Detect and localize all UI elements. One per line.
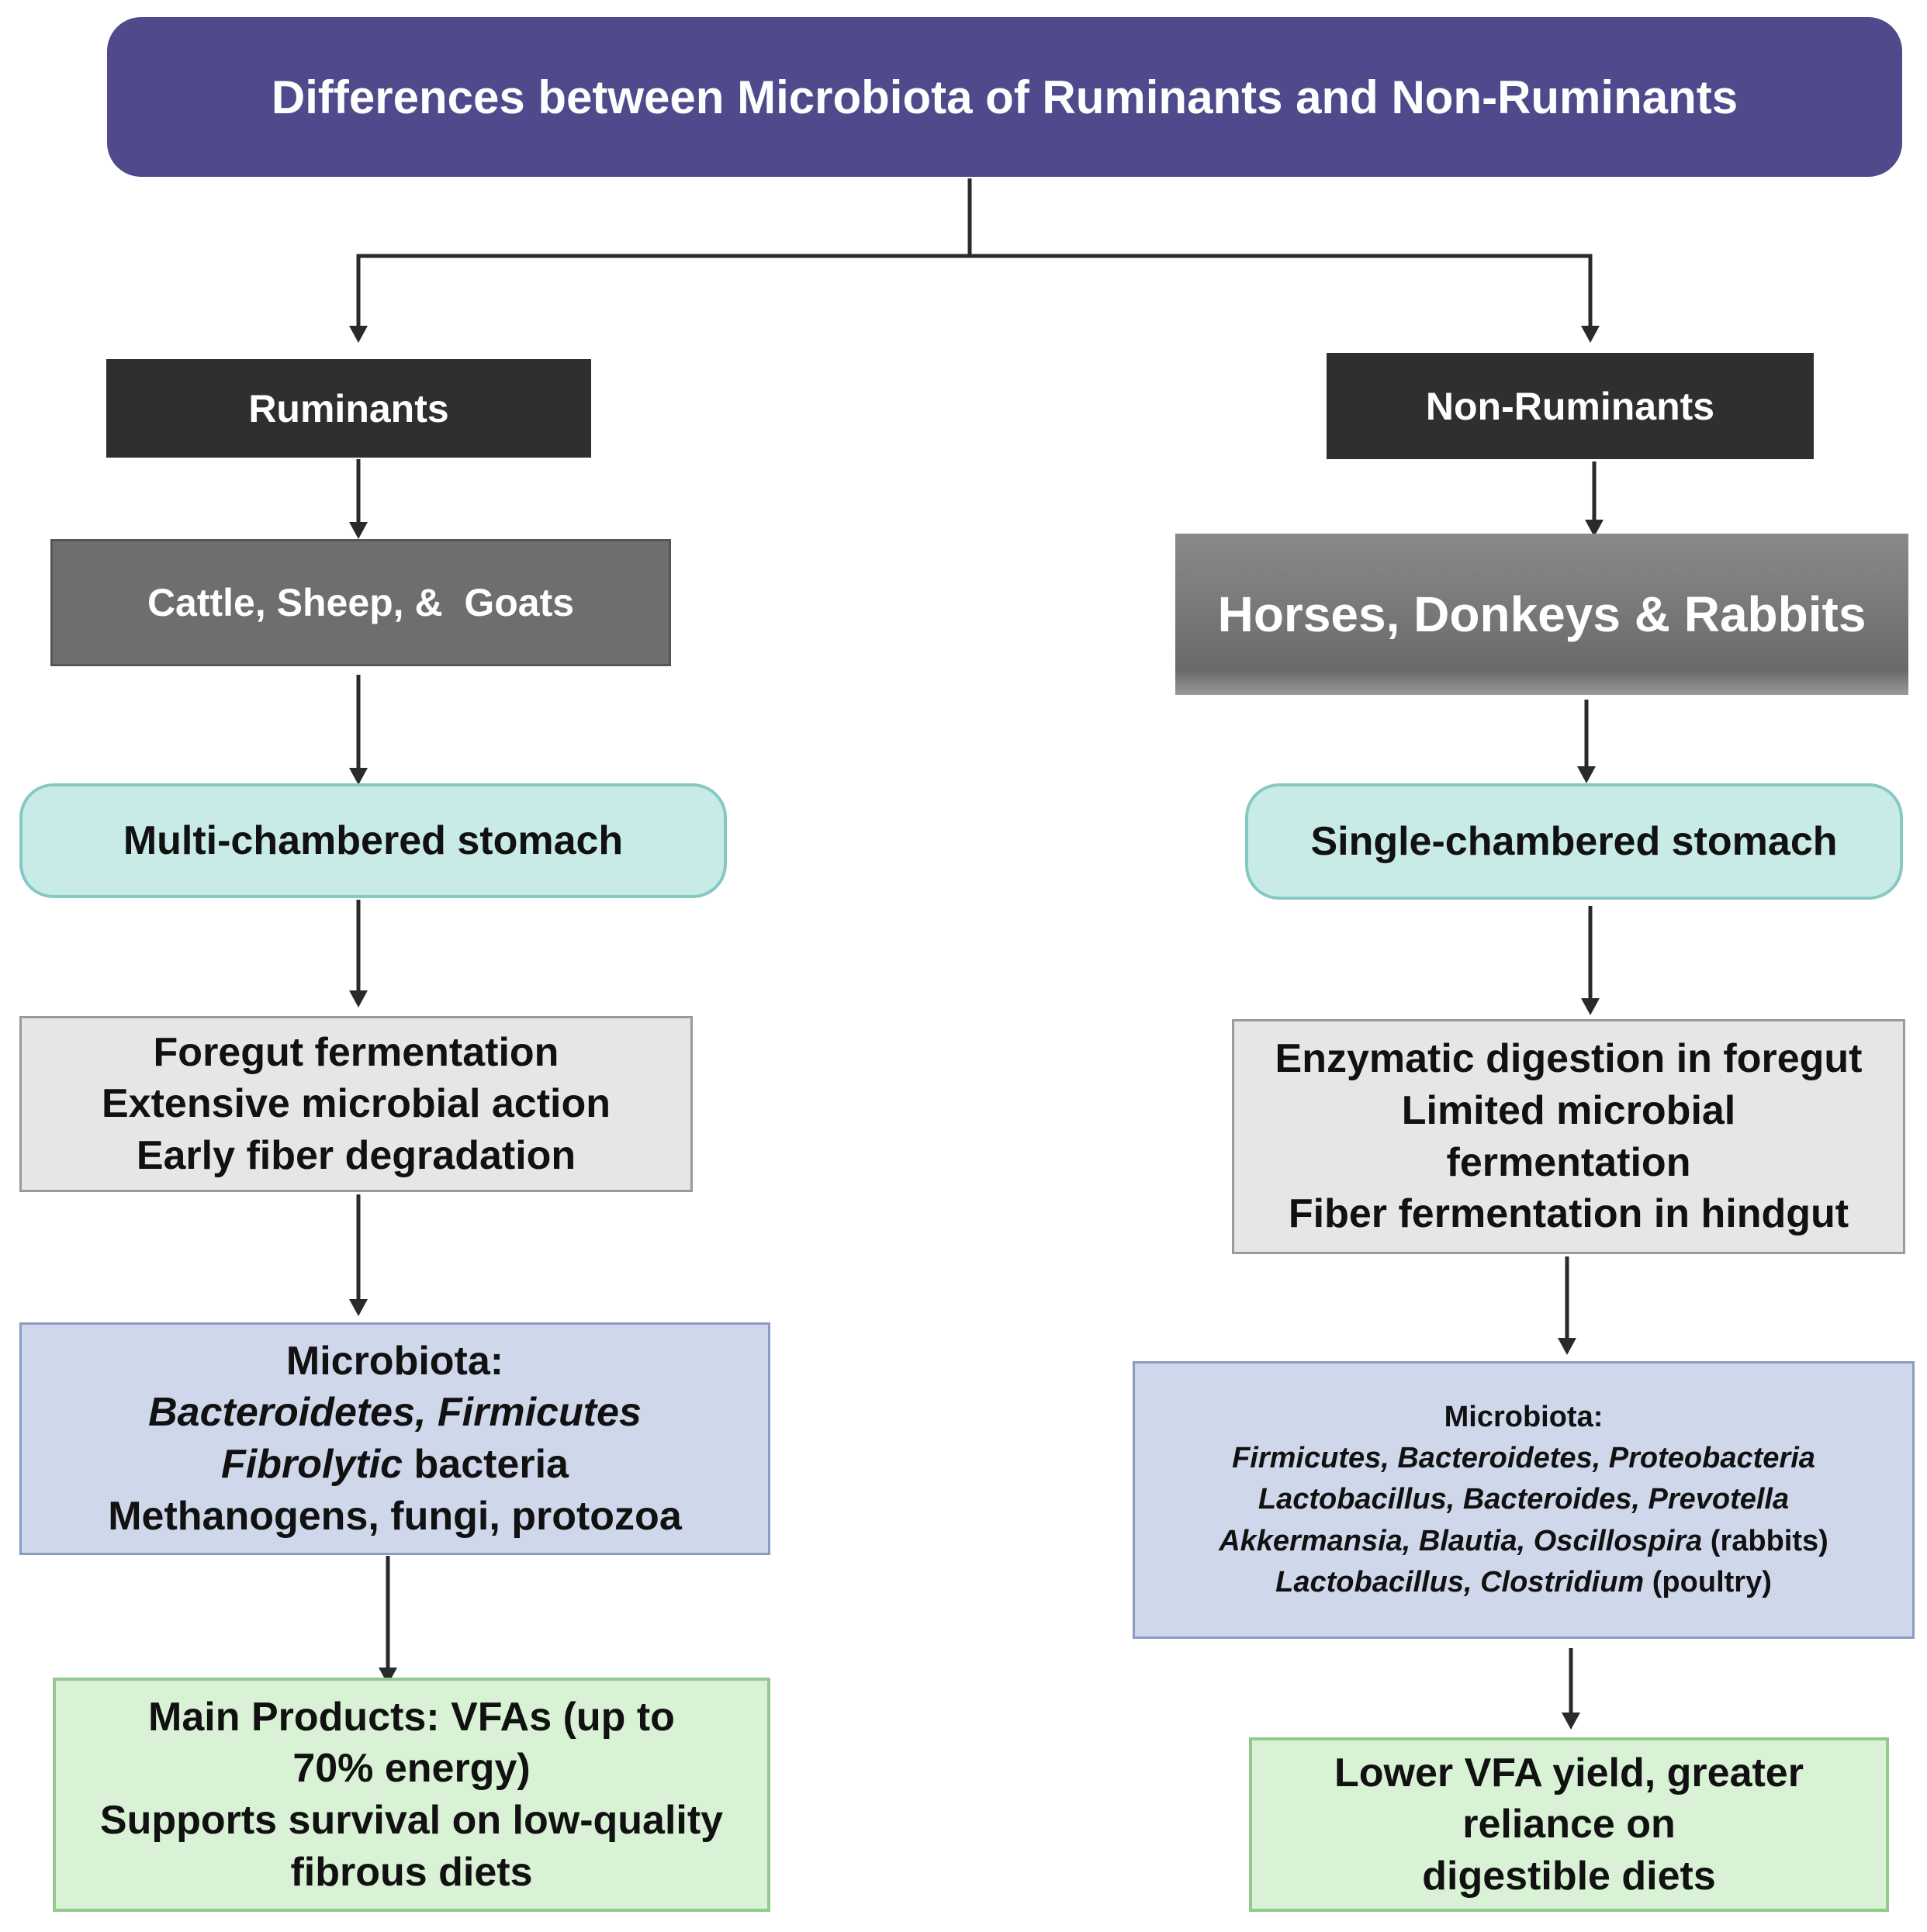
diagram-title-text: Differences between Microbiota of Rumina… — [271, 71, 1738, 123]
microbiota-italic-text: Fibrolytic — [221, 1442, 403, 1487]
nonruminants-animals-label: Horses, Donkeys & Rabbits — [1217, 586, 1866, 642]
process-line: Enzymatic digestion in foregut — [1275, 1036, 1863, 1082]
process-line: Fiber fermentation in hindgut — [1288, 1191, 1849, 1237]
microbiota-line: Methanogens, fungi, protozoa — [108, 1493, 682, 1539]
nonruminant-outcome-box: Lower VFA yield, greater reliance on dig… — [1249, 1737, 1889, 1912]
arrowhead — [349, 1299, 368, 1316]
ruminant-process-box: Foregut fermentation Extensive microbial… — [19, 1016, 693, 1192]
process-line: fermentation — [1446, 1139, 1691, 1185]
arrowhead — [1562, 1713, 1580, 1730]
arrowhead — [1577, 766, 1596, 783]
microbiota-line: Bacteroidetes, Firmicutes — [148, 1390, 642, 1436]
microbiota-plain-text: (poultry) — [1644, 1565, 1772, 1598]
nonruminant-microbiota-box: Microbiota: Firmicutes, Bacteroidetes, P… — [1133, 1361, 1915, 1639]
ruminants-animals-label: Cattle, Sheep, & Goats — [147, 581, 575, 624]
ruminant-products-box: Main Products: VFAs (up to 70% energy) S… — [53, 1678, 770, 1912]
arrowhead — [1581, 326, 1600, 343]
arrowhead — [379, 1668, 397, 1685]
ruminant-microbiota-box: Microbiota: Bacteroidetes, Firmicutes Fi… — [19, 1322, 770, 1555]
diagram-title: Differences between Microbiota of Rumina… — [107, 17, 1902, 177]
outcome-line: digestible diets — [1422, 1853, 1716, 1899]
process-line: Foregut fermentation — [153, 1029, 559, 1075]
nonruminants-animals-box: Horses, Donkeys & Rabbits — [1175, 534, 1908, 695]
products-line: fibrous diets — [290, 1849, 533, 1895]
outcome-line: Lower VFA yield, greater — [1334, 1750, 1804, 1795]
microbiota-heading: Microbiota: — [285, 1338, 504, 1384]
microbiota-plain-text: bacteria — [403, 1442, 569, 1487]
process-line: Extensive microbial action — [101, 1081, 611, 1127]
arrowhead — [1585, 520, 1604, 537]
multi-chambered-stomach-label: Multi-chambered stomach — [123, 818, 624, 863]
nonruminant-process-box: Enzymatic digestion in foregut Limited m… — [1232, 1019, 1905, 1254]
products-line: Main Products: VFAs (up to — [148, 1694, 675, 1740]
microbiota-line: Akkermansia, Blautia, Oscillospira (rabb… — [1219, 1521, 1828, 1562]
nonruminants-category-label: Non-Ruminants — [1425, 384, 1715, 428]
outcome-line: reliance on — [1462, 1802, 1676, 1847]
microbiota-line: Firmicutes, Bacteroidetes, Proteobacteri… — [1232, 1442, 1815, 1475]
process-line: Early fiber degradation — [136, 1132, 576, 1178]
products-line: Supports survival on low-quality — [99, 1798, 724, 1843]
microbiota-heading: Microbiota: — [1444, 1401, 1604, 1434]
microbiota-line: Lactobacillus, Bacteroides, Prevotella — [1258, 1483, 1790, 1516]
microbiota-italic-text: Lactobacillus, Clostridium — [1275, 1565, 1645, 1598]
microbiota-plain-text: (rabbits) — [1702, 1524, 1828, 1557]
arrowhead — [1558, 1338, 1576, 1355]
arrowhead — [349, 990, 368, 1007]
ruminants-category-label: Ruminants — [248, 386, 449, 430]
microbiota-line: Lactobacillus, Clostridium (poultry) — [1275, 1562, 1772, 1603]
branch-line — [356, 254, 1593, 268]
arrowhead — [349, 768, 368, 785]
arrowhead — [349, 522, 368, 539]
process-line: Limited microbial — [1401, 1087, 1736, 1133]
nonruminants-category-box: Non-Ruminants — [1327, 353, 1814, 459]
single-chambered-stomach-label: Single-chambered stomach — [1310, 819, 1838, 864]
ruminants-animals-box: Cattle, Sheep, & Goats — [50, 539, 671, 666]
single-chambered-stomach-box: Single-chambered stomach — [1245, 783, 1903, 900]
microbiota-line: Fibrolytic bacteria — [221, 1439, 569, 1491]
ruminants-category-box: Ruminants — [106, 359, 591, 458]
arrowhead — [349, 326, 368, 343]
arrowhead — [1581, 998, 1600, 1015]
microbiota-italic-text: Akkermansia, Blautia, Oscillospira — [1219, 1524, 1703, 1557]
products-line: 70% energy) — [292, 1746, 531, 1792]
multi-chambered-stomach-box: Multi-chambered stomach — [19, 783, 727, 898]
